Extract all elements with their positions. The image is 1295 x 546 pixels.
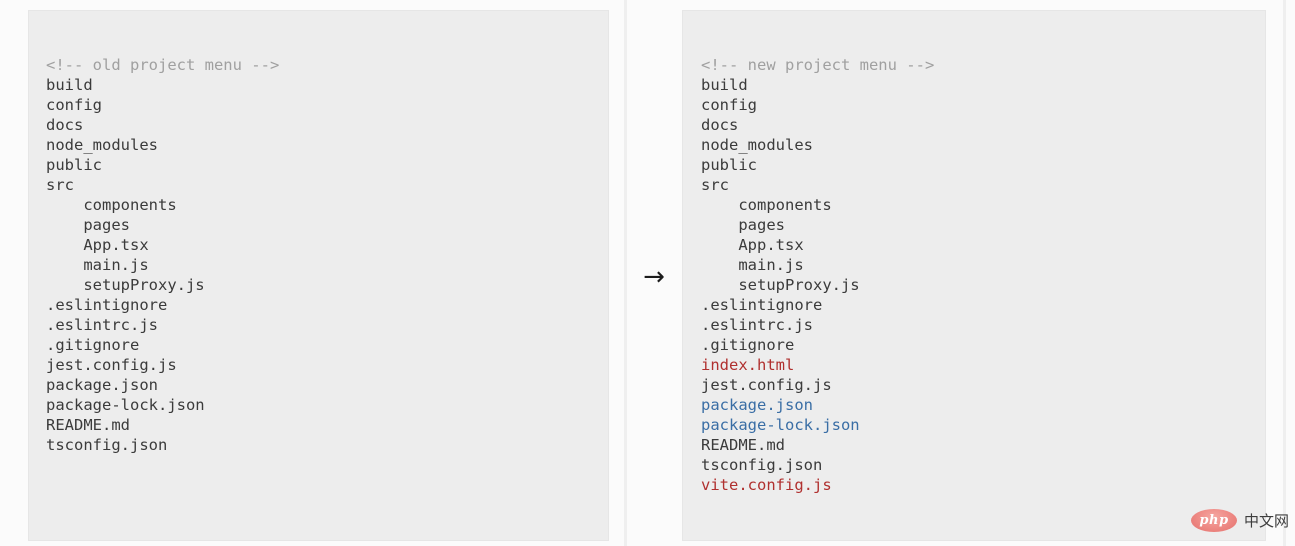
vertical-divider-center (624, 0, 627, 546)
file-tree-entry: docs (701, 116, 739, 134)
old-project-file-tree: <!-- old project menu --> build config docs… (46, 55, 598, 455)
file-tree-entry: README.md (46, 416, 130, 434)
file-tree-entry: main.js (46, 256, 149, 274)
file-tree-entry: App.tsx (701, 236, 804, 254)
file-tree-entry: pages (701, 216, 785, 234)
file-tree-entry: .eslintrc.js (46, 316, 158, 334)
vertical-divider-right (1283, 0, 1286, 546)
file-tree-entry: tsconfig.json (46, 436, 168, 454)
file-tree-entry: README.md (701, 436, 785, 454)
file-tree-entry: docs (46, 116, 84, 134)
file-tree-entry: index.html (701, 356, 795, 374)
file-tree-entry: config (46, 96, 102, 114)
file-tree-entry: node_modules (701, 136, 813, 154)
file-tree-entry: vite.config.js (701, 476, 832, 494)
file-tree-entry: public (46, 156, 102, 174)
file-tree-entry: package-lock.json (46, 396, 205, 414)
file-tree-entry: components (701, 196, 832, 214)
new-project-menu-panel: <!-- new project menu --> build config docs… (682, 10, 1266, 541)
file-tree-entry: build (46, 76, 93, 94)
file-tree-entry: node_modules (46, 136, 158, 154)
file-tree-entry: App.tsx (46, 236, 149, 254)
php-logo-icon: php (1190, 509, 1237, 532)
file-tree-entry: config (701, 96, 757, 114)
comment-line: <!-- new project menu --> (701, 56, 935, 74)
file-tree-entry: .eslintrc.js (701, 316, 813, 334)
file-tree-entry: tsconfig.json (701, 456, 823, 474)
file-tree-entry: setupProxy.js (46, 276, 205, 294)
file-tree-entry: public (701, 156, 757, 174)
file-tree-entry: package-lock.json (701, 416, 860, 434)
file-tree-entry: .gitignore (701, 336, 795, 354)
old-project-menu-panel: <!-- old project menu --> build config docs… (28, 10, 609, 541)
watermark-label: 中文网 (1243, 511, 1289, 530)
file-tree-entry: main.js (701, 256, 804, 274)
file-tree-entry: build (701, 76, 748, 94)
file-tree-entry: src (46, 176, 74, 194)
file-tree-entry: components (46, 196, 177, 214)
new-project-file-tree: <!-- new project menu --> build config docs… (701, 55, 1255, 495)
watermark: php 中文网 (1190, 509, 1289, 532)
php-logo-text: php (1199, 513, 1229, 528)
file-tree-entry: setupProxy.js (701, 276, 860, 294)
file-tree-entry: package.json (46, 376, 158, 394)
comment-line: <!-- old project menu --> (46, 56, 280, 74)
arrow-right-icon: → (643, 262, 665, 292)
file-tree-entry: jest.config.js (701, 376, 832, 394)
file-tree-entry: .eslintignore (701, 296, 823, 314)
file-tree-entry: src (701, 176, 729, 194)
file-tree-entry: .gitignore (46, 336, 140, 354)
file-tree-entry: jest.config.js (46, 356, 177, 374)
file-tree-entry: .eslintignore (46, 296, 168, 314)
file-tree-entry: pages (46, 216, 130, 234)
file-tree-entry: package.json (701, 396, 813, 414)
